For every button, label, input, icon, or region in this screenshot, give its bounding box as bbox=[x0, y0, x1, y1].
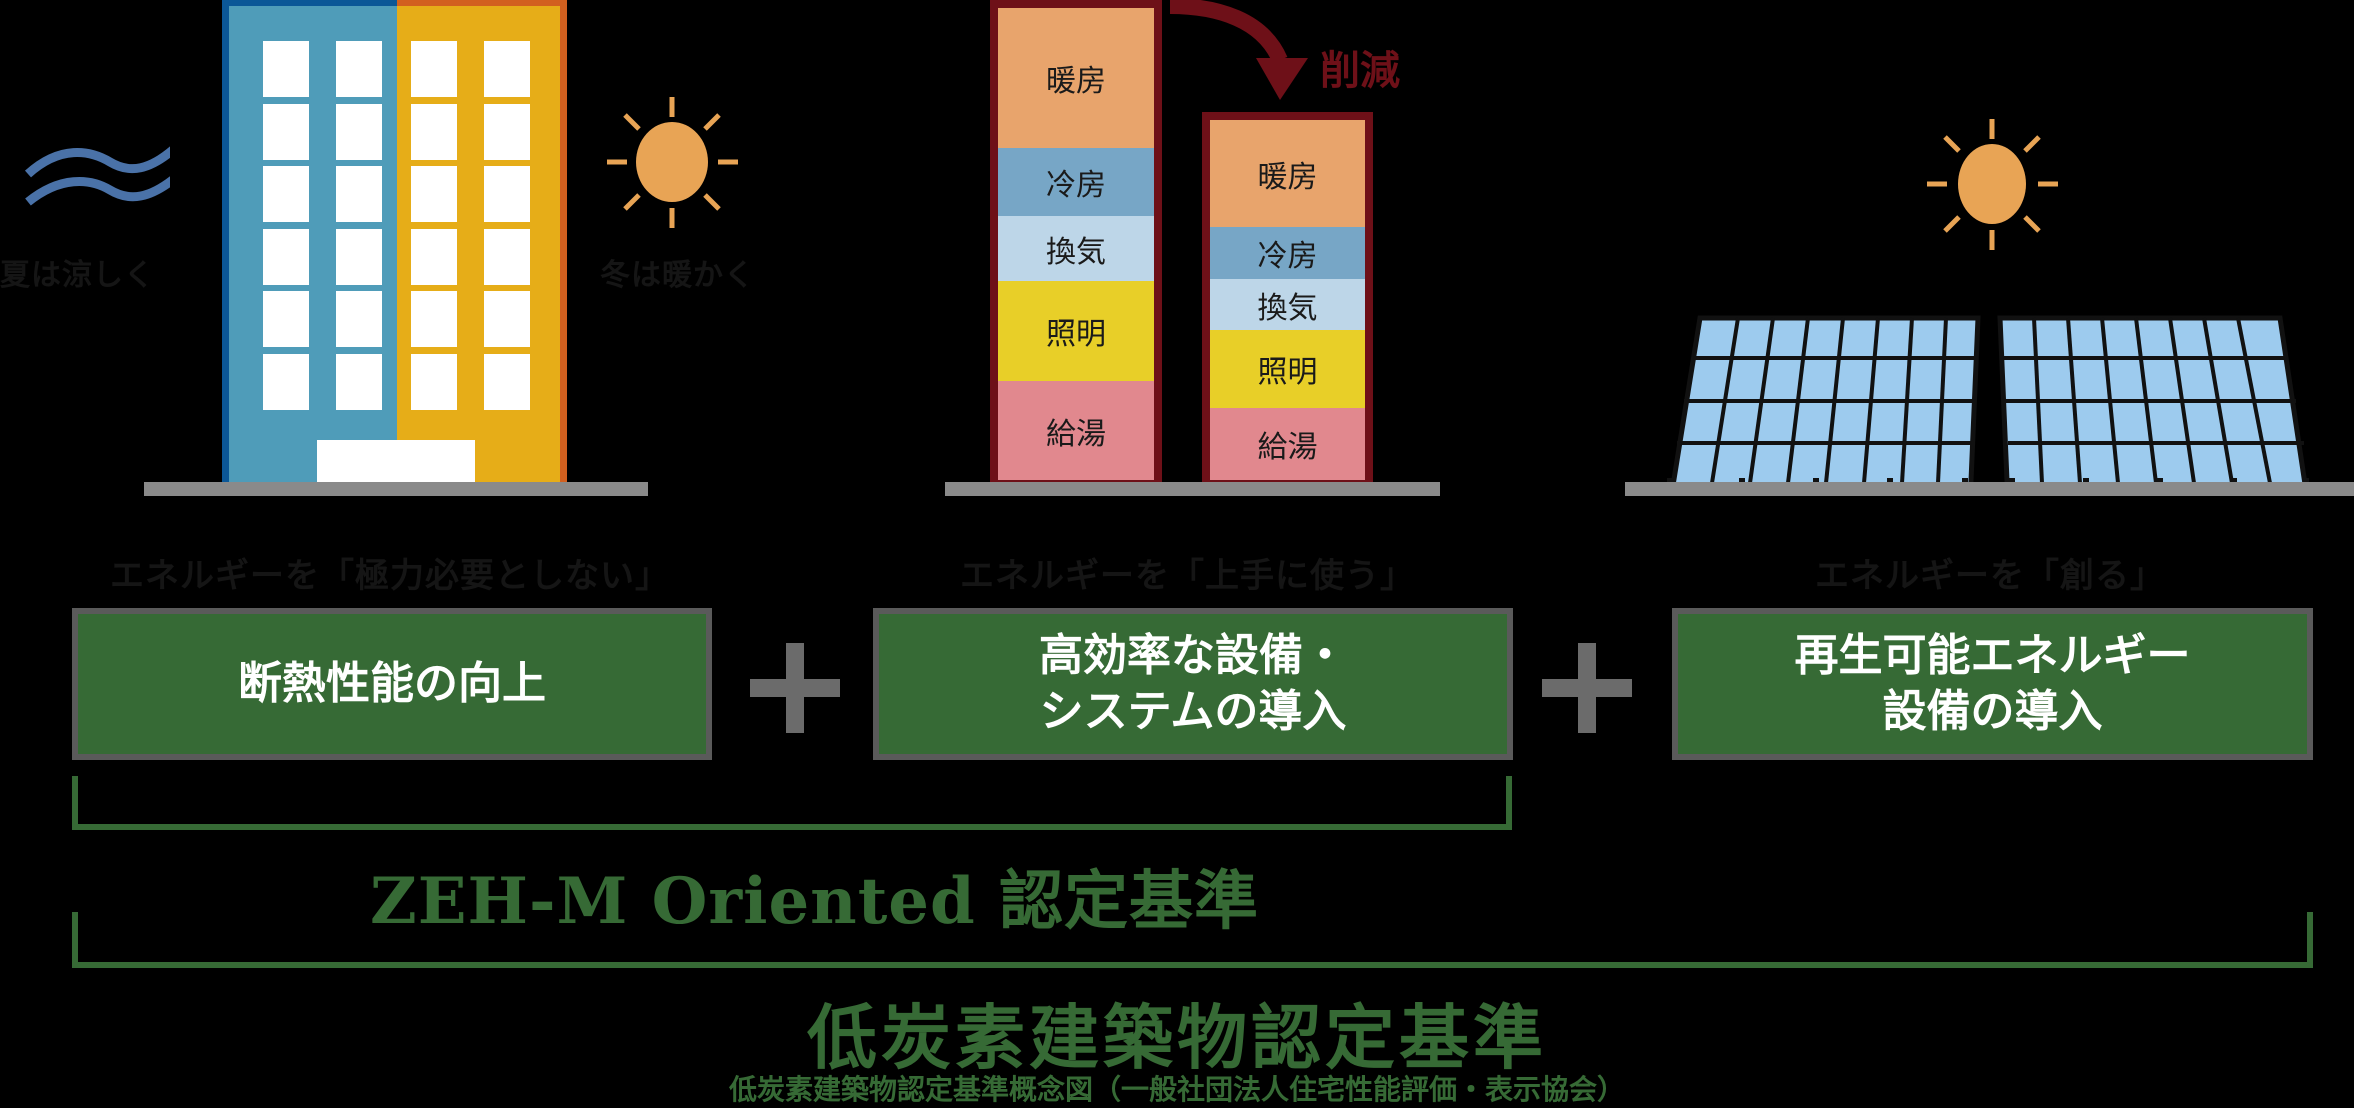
efficient-equipment-box: 高効率な設備・ システムの導入 bbox=[873, 608, 1513, 760]
zeh-m-oriented-label: ZEH-M Oriented 認定基準 bbox=[370, 864, 1259, 939]
segment-cooling: 冷房 bbox=[998, 148, 1154, 216]
sun-icon bbox=[1927, 119, 2058, 250]
segment-ventilation: 換気 bbox=[998, 216, 1154, 281]
footnote: 低炭素建築物認定基準概念図（一般社団法人住宅性能評価・表示協会） bbox=[728, 1073, 1625, 1106]
low-carbon-bracket bbox=[72, 912, 2313, 968]
efficient-equipment-label-line2: システムの導入 bbox=[1039, 686, 1347, 737]
summer-cool-label: 夏は涼しく bbox=[0, 258, 155, 293]
ground-line bbox=[945, 482, 1440, 496]
sun-icon bbox=[607, 97, 738, 228]
reduction-arrow-icon bbox=[1169, 0, 1308, 100]
after-energy-bar: 暖房 冷房 換気 照明 給湯 bbox=[1202, 112, 1373, 488]
plus-icon bbox=[1542, 643, 1632, 733]
insulation-box-label: 断熱性能の向上 bbox=[238, 658, 546, 709]
door bbox=[317, 440, 475, 488]
segment-hot-water: 給湯 bbox=[1210, 408, 1365, 480]
before-energy-bar: 暖房 冷房 換気 照明 給湯 bbox=[990, 0, 1162, 488]
renewable-energy-label-line1: 再生可能エネルギー bbox=[1794, 630, 2191, 681]
ground-line bbox=[1625, 482, 2354, 496]
caption-create-energy: エネルギーを「創る」 bbox=[1815, 556, 2165, 596]
renewable-energy-box: 再生可能エネルギー 設備の導入 bbox=[1672, 608, 2313, 760]
segment-ventilation: 換気 bbox=[1210, 279, 1365, 330]
reduction-label: 削減 bbox=[1320, 48, 1400, 94]
building-icon bbox=[222, 0, 567, 488]
caption-use-energy-well: エネルギーを「上手に使う」 bbox=[960, 556, 1415, 596]
renewable-energy-label-line2: 設備の導入 bbox=[1882, 686, 2103, 737]
segment-cooling: 冷房 bbox=[1210, 227, 1365, 279]
low-carbon-label: 低炭素建築物認定基準 bbox=[807, 996, 1547, 1079]
segment-heating: 暖房 bbox=[998, 8, 1154, 148]
segment-heating: 暖房 bbox=[1210, 120, 1365, 227]
caption-minimize-energy: エネルギーを「極力必要としない」 bbox=[110, 556, 670, 596]
segment-lighting: 照明 bbox=[998, 281, 1154, 381]
insulation-box: 断熱性能の向上 bbox=[72, 608, 712, 760]
segment-hot-water: 給湯 bbox=[998, 381, 1154, 480]
winter-warm-label: 冬は暖かく bbox=[600, 258, 755, 293]
plus-icon bbox=[750, 643, 840, 733]
segment-lighting: 照明 bbox=[1210, 330, 1365, 408]
ground-line bbox=[144, 482, 648, 496]
wave-icon bbox=[24, 146, 170, 206]
solar-panel-icon bbox=[1667, 315, 2309, 488]
zeh-bracket bbox=[72, 776, 1512, 830]
efficient-equipment-label-line1: 高効率な設備・ bbox=[1039, 630, 1347, 681]
